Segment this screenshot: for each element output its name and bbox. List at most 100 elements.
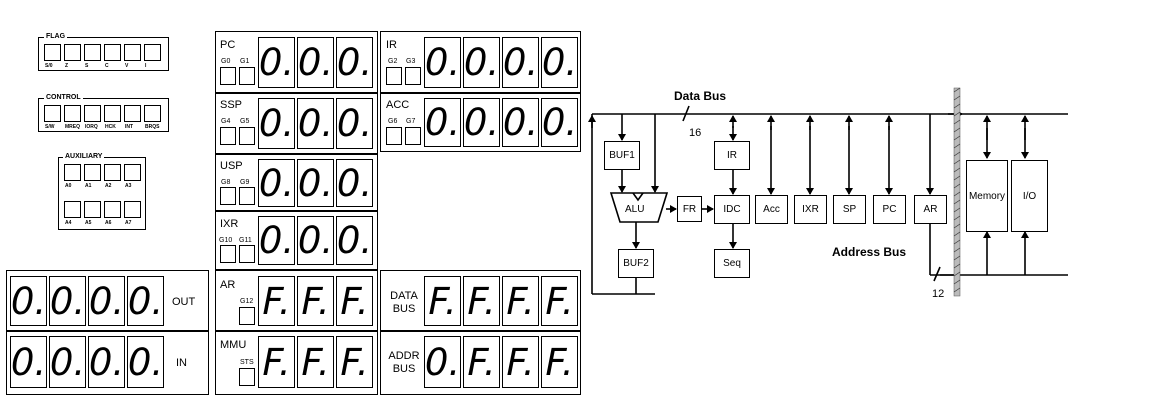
out-label: OUT xyxy=(172,296,196,308)
control-led-label: MREQ xyxy=(65,124,80,130)
ar-digit-value: F. xyxy=(340,279,369,323)
ar-block: AR xyxy=(914,195,947,224)
addr-bus-panel xyxy=(380,331,581,395)
addr-bus-digit-value: F. xyxy=(467,340,496,384)
addr-bus-label-2: BUS xyxy=(392,363,416,375)
acc-digit-value: 0. xyxy=(463,101,500,144)
ixr-block: IXR xyxy=(794,195,827,224)
in-panel xyxy=(6,331,209,395)
pc-digit: 0. xyxy=(336,37,373,88)
pc-block: PC xyxy=(873,195,906,224)
acc-panel xyxy=(380,93,581,152)
mmu-digit-value: F. xyxy=(340,340,369,384)
ar-digit-value: F. xyxy=(262,279,291,323)
ar-g-led xyxy=(239,307,255,325)
ir-panel xyxy=(380,31,581,93)
auxiliary-top-led xyxy=(104,164,121,181)
usp-digit-value: 0. xyxy=(258,161,295,205)
flag-title: FLAG xyxy=(44,33,68,41)
data-bus-digit: F. xyxy=(463,276,500,326)
auxiliary-top-led-label: A0 xyxy=(65,183,72,189)
sp-block: SP xyxy=(833,195,866,224)
addr-bus-digit: 0. xyxy=(424,336,461,388)
control-led-label: S/W xyxy=(45,124,55,130)
addr-bus-digit-value: F. xyxy=(506,340,535,384)
ir-g-label-2: G3 xyxy=(406,58,416,65)
ssp-digit: 0. xyxy=(258,98,295,149)
in-digit: 0. xyxy=(49,336,86,388)
flag-led xyxy=(84,44,101,61)
auxiliary-bottom-led-label: A5 xyxy=(85,220,92,226)
pc-digit: 0. xyxy=(258,37,295,88)
ir-g-label-1: G2 xyxy=(388,58,398,65)
ar-g-label: G12 xyxy=(240,298,254,305)
control-led-label: IORQ xyxy=(85,124,98,130)
out-digit: 0. xyxy=(88,276,125,326)
acc-digit-value: 0. xyxy=(502,101,539,144)
alu-notch xyxy=(632,192,644,202)
data-bus-label: Data Bus xyxy=(674,89,727,103)
auxiliary-top-led xyxy=(124,164,141,181)
acc-digit: 0. xyxy=(541,98,578,147)
data-bus-width-slash xyxy=(682,105,690,122)
ssp-digit-value: 0. xyxy=(336,102,373,145)
in-digit-value: 0. xyxy=(49,340,86,384)
flag-led xyxy=(64,44,81,61)
usp-digit: 0. xyxy=(336,159,373,207)
acc-digit: 0. xyxy=(424,98,461,147)
auxiliary-bottom-led-label: A7 xyxy=(125,220,132,226)
auxiliary-top-led-label: A2 xyxy=(105,183,112,189)
ir-g-led-1 xyxy=(386,67,402,85)
data-bus-width: 16 xyxy=(689,127,702,139)
pc-g-led-1 xyxy=(220,67,236,85)
auxiliary-bottom-led-label: A6 xyxy=(105,220,112,226)
addr-bus-digit-value: 0. xyxy=(424,340,461,384)
control-led xyxy=(44,105,61,122)
addr-bus-digit: F. xyxy=(502,336,539,388)
ixr-digit-value: 0. xyxy=(297,219,334,262)
buf1-block: BUF1 xyxy=(604,141,640,170)
auxiliary-top-led-label: A1 xyxy=(85,183,92,189)
acc-g-led-2 xyxy=(405,127,421,145)
data-bus-label-1: DATA xyxy=(390,290,418,302)
auxiliary-top-led-label: A3 xyxy=(125,183,132,189)
addr-bus-digit: F. xyxy=(541,336,578,388)
usp-label: USP xyxy=(220,160,243,172)
out-digit: 0. xyxy=(49,276,86,326)
flag-led-label: I xyxy=(145,63,147,69)
ir-digit-value: 0. xyxy=(502,41,539,84)
ixr-g-led-1 xyxy=(220,245,236,263)
ixr-panel xyxy=(215,211,378,270)
flag-led-label: Z xyxy=(65,63,69,69)
pc-g-label-2: G1 xyxy=(240,58,250,65)
control-led xyxy=(104,105,121,122)
auxiliary-bottom-led-label: A4 xyxy=(65,220,72,226)
ar-digit: F. xyxy=(336,276,373,326)
ssp-g-led-2 xyxy=(239,127,255,145)
auxiliary-title: AUXILIARY xyxy=(63,153,105,161)
addr-bus-label-1: ADDR xyxy=(388,350,420,362)
usp-digit: 0. xyxy=(297,159,334,207)
data-bus-digit: F. xyxy=(424,276,461,326)
ssp-panel xyxy=(215,93,378,154)
usp-digit-value: 0. xyxy=(336,161,373,205)
out-digit: 0. xyxy=(127,276,164,326)
control-led-label: HCK xyxy=(105,124,116,130)
mmu-panel xyxy=(215,331,378,395)
pc-digit-value: 0. xyxy=(258,41,295,84)
ssp-g-label-1: G4 xyxy=(221,118,231,125)
mmu-digit: F. xyxy=(297,336,334,388)
ar-digit: F. xyxy=(297,276,334,326)
usp-digit: 0. xyxy=(258,159,295,207)
alu-label: ALU xyxy=(625,204,645,215)
control-led xyxy=(124,105,141,122)
auxiliary-bottom-led xyxy=(104,201,121,218)
mmu-digit-value: F. xyxy=(262,340,291,384)
in-digit-value: 0. xyxy=(88,340,125,384)
ssp-digit: 0. xyxy=(336,98,373,149)
ixr-digit-value: 0. xyxy=(258,219,295,262)
flag-led xyxy=(104,44,121,61)
ir-block: IR xyxy=(714,141,750,170)
flag-led-label: S xyxy=(85,63,89,69)
